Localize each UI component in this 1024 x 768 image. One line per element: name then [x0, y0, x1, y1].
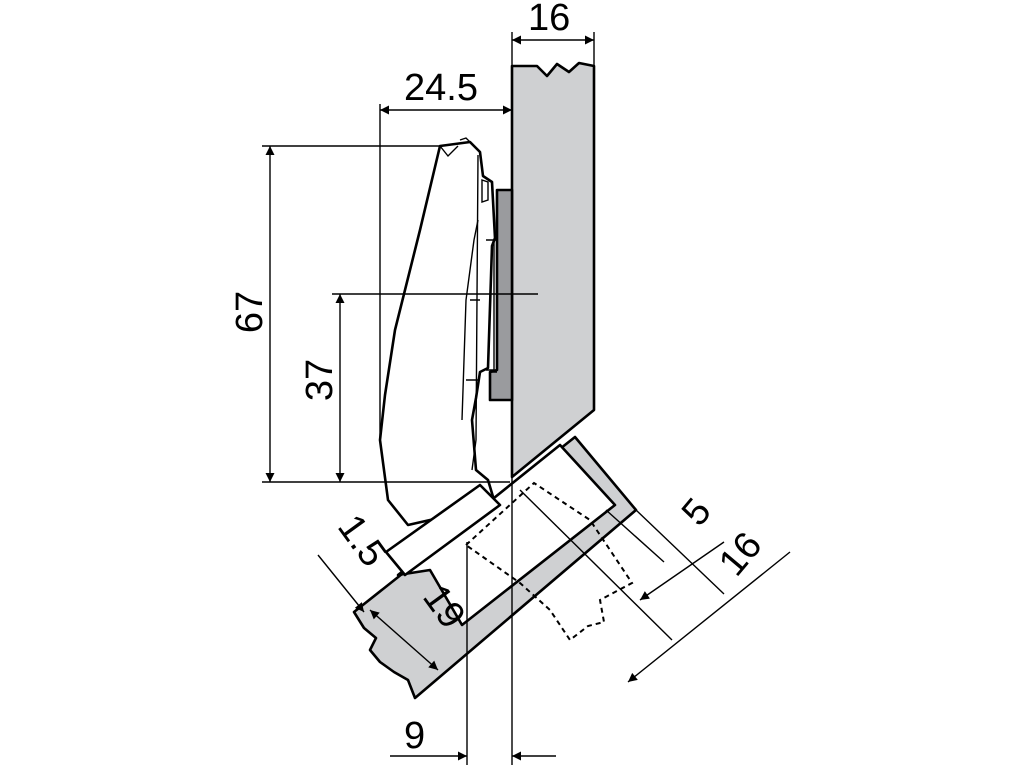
dim-label-5: 5 [674, 491, 720, 534]
dimension-arrows [265, 35, 791, 761]
dim-label-16-top: 16 [528, 0, 570, 39]
dim-label-9: 9 [404, 715, 425, 757]
dim-label-67: 67 [229, 291, 271, 333]
dim-label-1-5: 1.5 [329, 507, 394, 574]
hinge-arm [378, 137, 497, 527]
dim-label-37: 37 [299, 359, 341, 401]
dim-label-24-5: 24.5 [404, 67, 478, 109]
reference-lines [262, 32, 725, 765]
cabinet-side-panel [510, 61, 596, 479]
